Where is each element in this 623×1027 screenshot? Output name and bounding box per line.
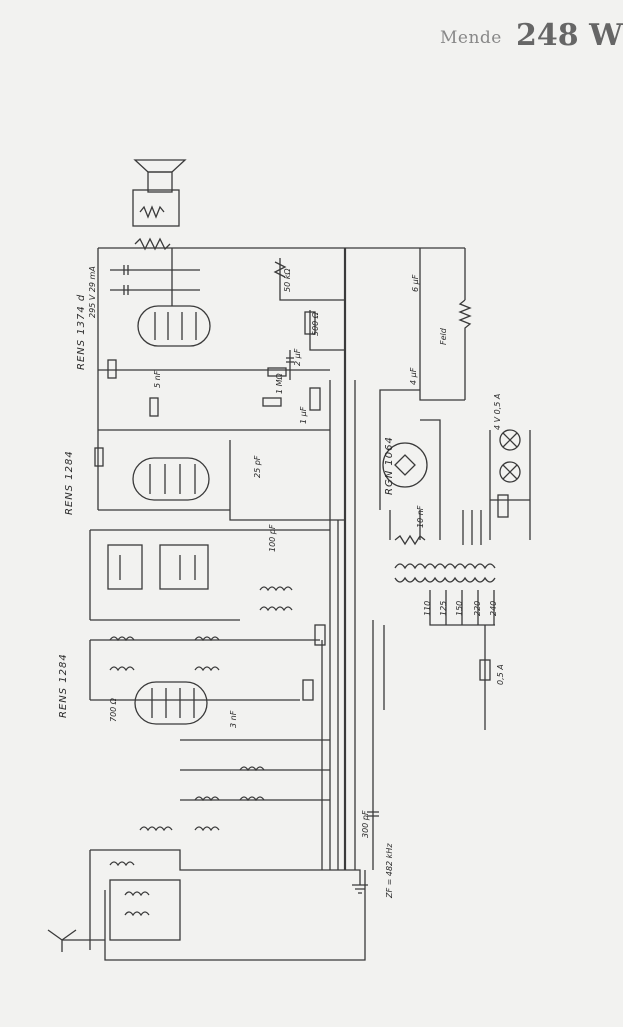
r700-label: 700 Ω — [109, 697, 118, 722]
header-brand: Mende — [440, 28, 502, 48]
ground-symbol — [345, 869, 368, 894]
field-coil — [458, 299, 472, 400]
loudspeaker — [132, 159, 187, 227]
c1uf-label: 1 µF — [299, 406, 308, 424]
output-tube — [137, 248, 211, 347]
detector-tube — [132, 457, 210, 501]
c10nf-label: 10 nF — [416, 505, 425, 528]
c100pf-label: 100 pF — [268, 524, 277, 552]
anode-supply-label: 295 V 29 mA — [88, 266, 97, 318]
c25pf-label: 25 pF — [253, 455, 262, 478]
lamp-label: 4 V 0,5 A — [493, 394, 502, 430]
power-transformer — [394, 510, 496, 626]
tube-label-output: RENS 1374 d — [76, 294, 87, 370]
rectifier-tube — [382, 442, 428, 488]
fuse-label: 0,5 A — [496, 664, 505, 685]
tap-125: 125 — [439, 601, 448, 616]
r50k-label: 50 kΩ — [283, 268, 292, 292]
tube-label-mixer: RENS 1284 — [58, 653, 69, 718]
if-note-label: ZF = 482 kHz — [385, 843, 394, 899]
output-coupling-resistor — [134, 237, 171, 251]
c2uf-label: 2 µF — [293, 348, 302, 366]
c300pf-label: 300 pF — [361, 810, 370, 838]
r1m-label: 1 MΩ — [275, 372, 284, 394]
tap-110: 110 — [423, 601, 432, 616]
tap-150: 150 — [455, 601, 464, 616]
tap-220: 220 — [473, 601, 482, 616]
header-model: 248 W — [516, 18, 623, 53]
field-label: Feld — [439, 327, 448, 345]
tap-240: 240 — [489, 601, 498, 616]
c4uf-label: 4 µF — [409, 367, 418, 385]
tube-label-detector: RENS 1284 — [64, 450, 75, 515]
tube-label-rectifier: RGN 1064 — [384, 436, 395, 495]
c3nf-label: 3 nF — [229, 710, 238, 728]
pilot-lamps — [489, 429, 531, 540]
r500-label: 500 Ω — [311, 311, 320, 336]
c5nf-label: 5 nF — [153, 370, 162, 388]
c6uf-label: 6 µF — [411, 274, 420, 292]
mixer-tube — [134, 681, 208, 725]
